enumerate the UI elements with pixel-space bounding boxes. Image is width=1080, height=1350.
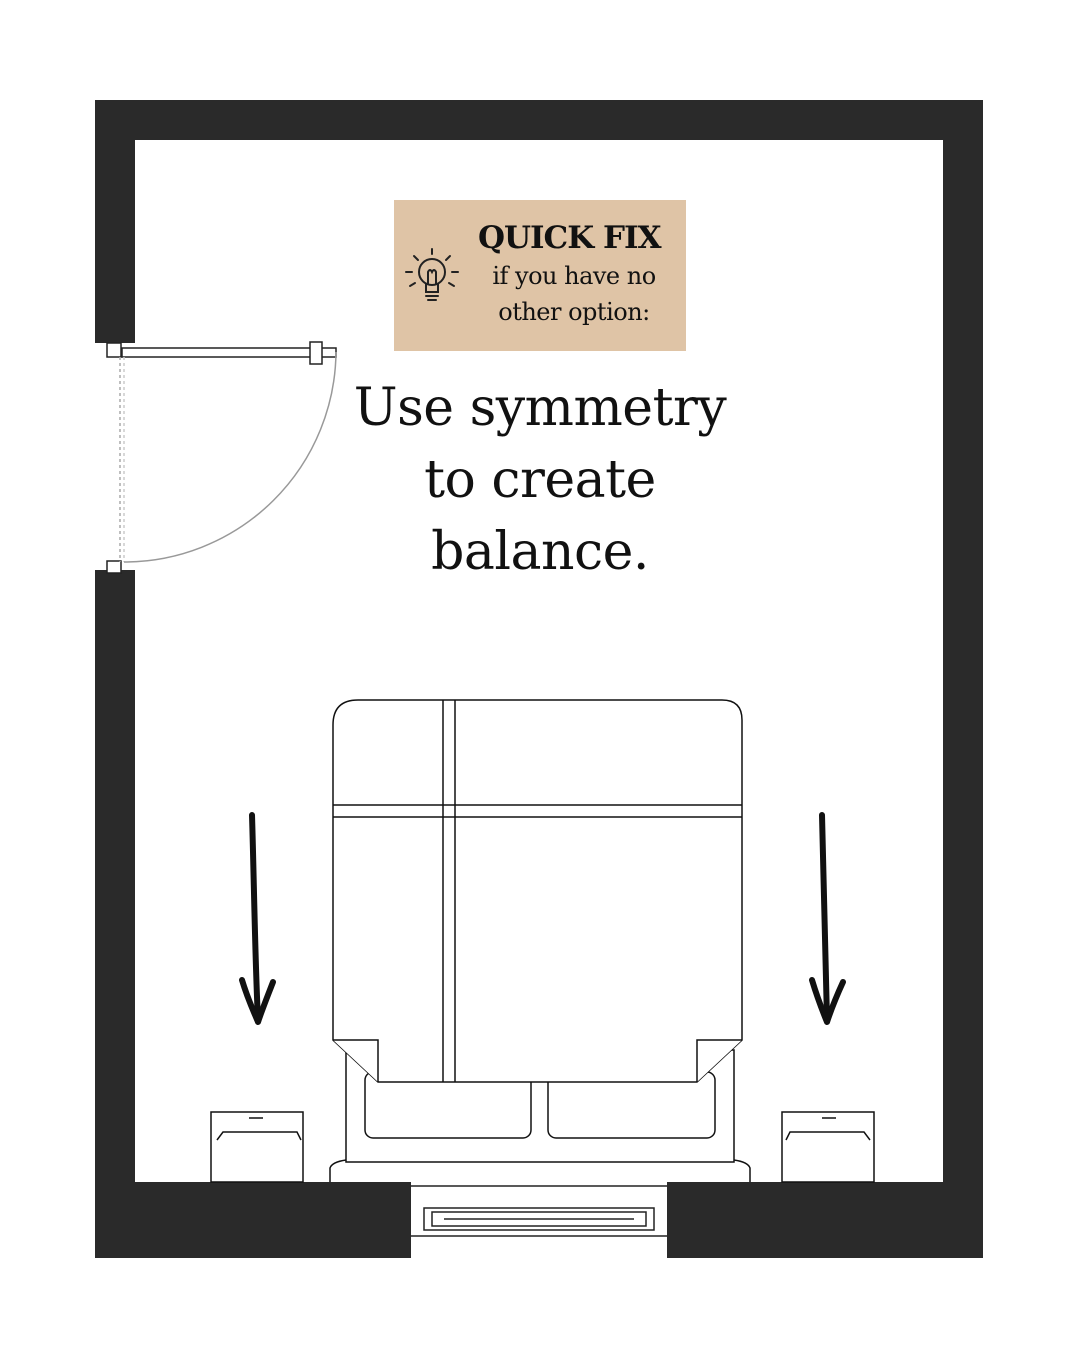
badge-subtitle: if you have no other option: [474, 258, 674, 330]
headline: Use symmetry to create balance. [330, 372, 750, 588]
wall-left-lower [95, 570, 135, 1258]
badge-subtitle-line: other option: [498, 298, 650, 326]
nightstand-left [210, 1111, 304, 1183]
wall-bottom-right [667, 1182, 983, 1258]
walls [95, 100, 983, 1258]
quick-fix-badge: QUICK FIX if you have no other option: [394, 200, 686, 351]
badge-title: QUICK FIX [478, 220, 662, 256]
headline-line: Use symmetry [353, 378, 727, 438]
window-icon [411, 1185, 667, 1237]
arrow-down-icon-left [239, 812, 276, 1025]
wall-top [95, 100, 983, 140]
headline-line: to create [424, 450, 656, 510]
door-swing-icon [106, 341, 337, 574]
lightbulb-icon [405, 248, 459, 301]
badge-subtitle-line: if you have no [492, 262, 656, 290]
wall-right [943, 100, 983, 1258]
arrow-down-icon-right [809, 812, 846, 1025]
wall-left-upper [95, 100, 135, 343]
wall-bottom-left [95, 1182, 411, 1258]
headline-line: balance. [431, 522, 649, 582]
nightstand-right [781, 1111, 875, 1183]
bed-icon [329, 699, 751, 1182]
